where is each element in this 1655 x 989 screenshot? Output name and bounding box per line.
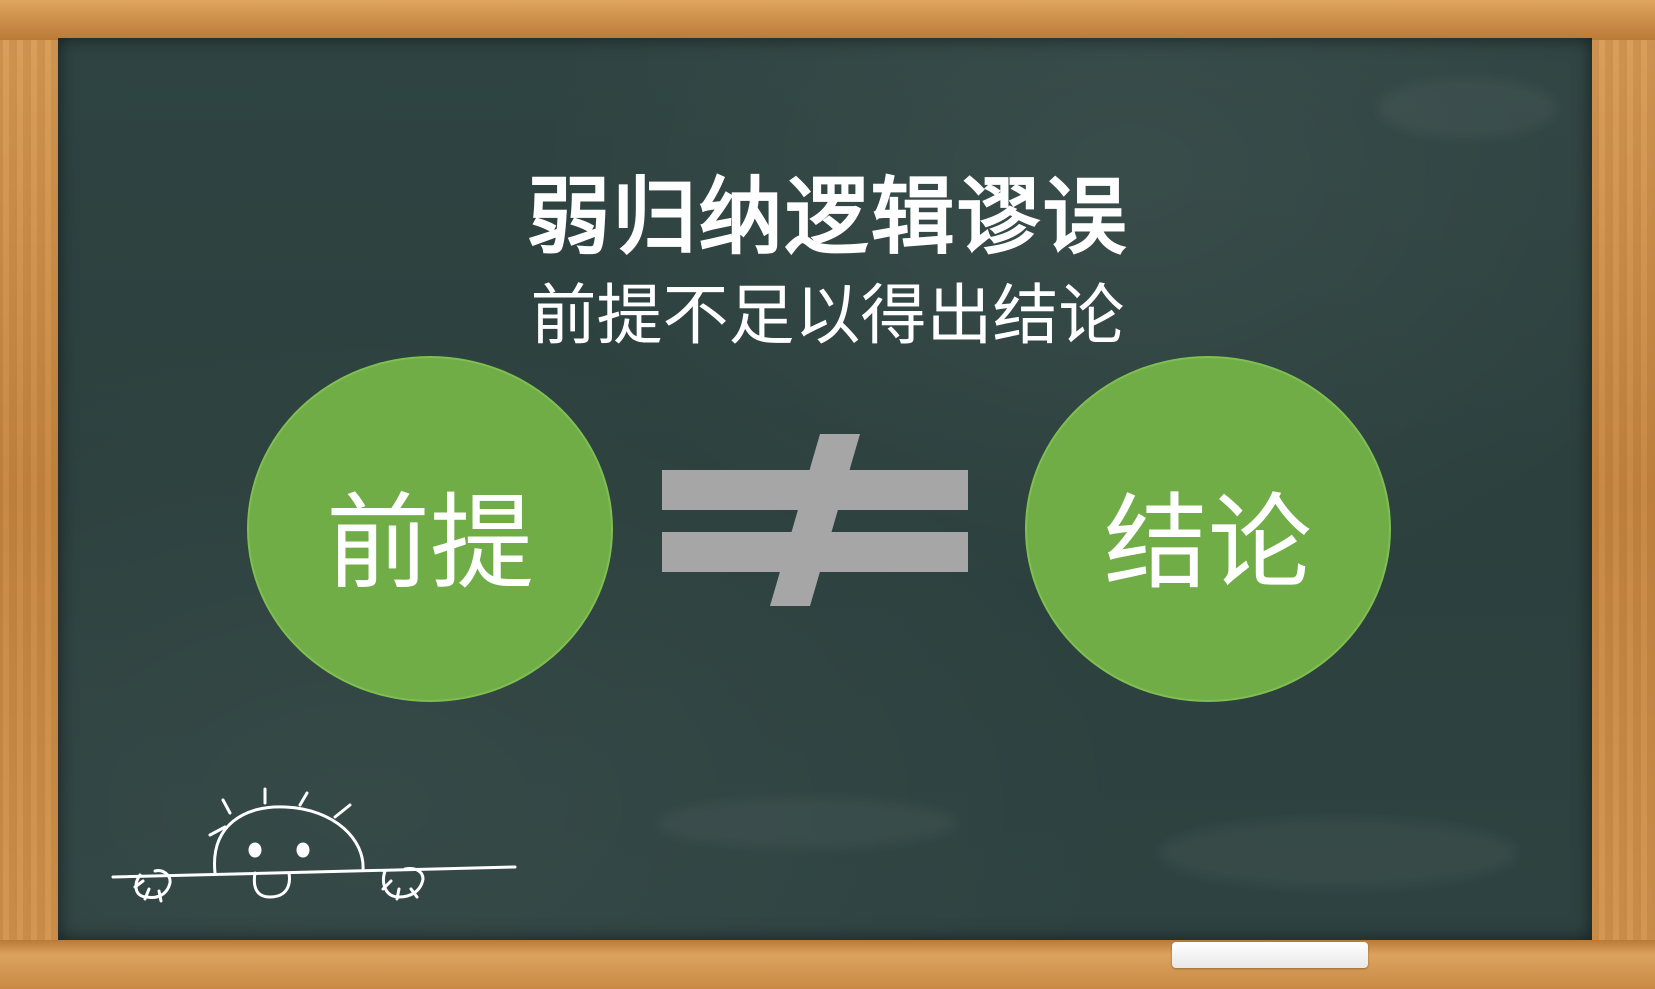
premise-circle: 前提	[247, 356, 613, 702]
chalk-smudge	[1378, 78, 1558, 138]
chalk-smudge	[658, 798, 958, 848]
page-subtitle: 前提不足以得出结论	[530, 277, 1125, 354]
conclusion-circle: 结论	[1025, 356, 1391, 702]
frame-bottom-ledge	[0, 940, 1655, 989]
chalk-eraser	[1172, 942, 1368, 968]
peeking-chalk-doodle	[111, 787, 517, 903]
page-title: 弱归纳逻辑谬误	[526, 168, 1129, 266]
not-equal-icon	[662, 434, 968, 606]
chalk-smudge	[1158, 818, 1518, 888]
frame-top-rail	[0, 0, 1655, 40]
conclusion-label: 结论	[1103, 481, 1312, 604]
not-equal-slash	[770, 434, 860, 606]
premise-label: 前提	[325, 481, 534, 604]
